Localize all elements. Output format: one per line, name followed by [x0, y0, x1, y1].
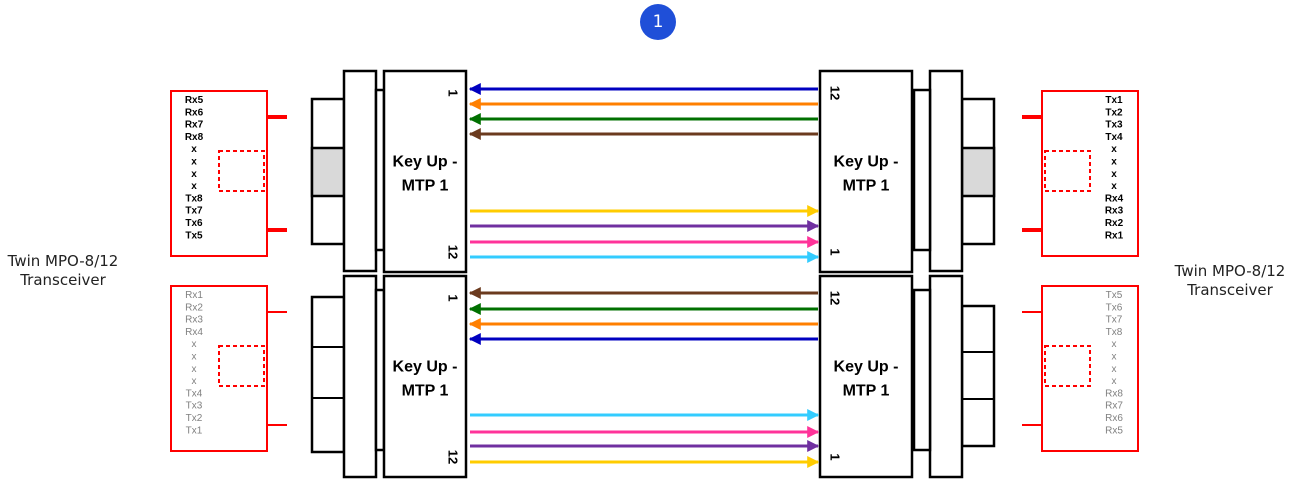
right-label-line2: Transceiver	[1187, 281, 1273, 299]
transceiver-top-right-lane-label: x	[1111, 157, 1117, 168]
right-adapter-bottom-housing	[928, 274, 964, 479]
transceiver-bottom-right-lane-label: Tx6	[1106, 302, 1123, 313]
transceiver-top-right-dashed-box	[1044, 150, 1091, 192]
transceiver-bottom-right-lane-label: Rx6	[1105, 413, 1123, 424]
transceiver-bottom-right-lane-label: Tx8	[1106, 327, 1123, 338]
transceiver-top-left-lane-label: x	[191, 144, 197, 155]
left-adapter-top-key	[310, 146, 346, 198]
transceiver-bottom-left-lane-label: Tx4	[186, 388, 203, 399]
left-connector-bottom-label-line2: MTP 1	[402, 383, 449, 400]
adapters	[310, 69, 996, 479]
transceiver-top-left-lane-label: Rx5	[185, 95, 204, 106]
transceiver-bottom-left-lane-label: Tx2	[186, 413, 203, 424]
transceiver-top-right-lane-label: Tx2	[1105, 107, 1123, 118]
transceiver-top-right-box	[1041, 90, 1139, 257]
transceiver-bottom-left-lane-label: x	[192, 376, 197, 387]
transceiver-bottom-right-lane-label: x	[1112, 364, 1117, 375]
right-label-line1: Twin MPO-8/12	[1174, 262, 1286, 280]
left-connector-bottom-pin-top: 1	[446, 294, 461, 301]
left-connector-bottom-label-line1: Key Up -	[393, 359, 458, 376]
transceiver-bottom-left-lane-label: Tx1	[186, 425, 203, 436]
transceiver-bottom-left-lane-label: Rx1	[185, 290, 203, 301]
transceiver-bottom-right-lane-label: Tx7	[1106, 315, 1123, 326]
left-connector-top-pin-top: 1	[446, 89, 461, 96]
right-connector-top-label-line2: MTP 1	[843, 178, 890, 195]
right-adapter-bottom-body	[960, 304, 996, 448]
right-connector-bottom-pin-top: 12	[828, 291, 843, 305]
transceiver-top-right-lane-label: Rx2	[1105, 218, 1124, 229]
transceiver-top-left-lane-label: Rx6	[185, 107, 204, 118]
right-connector-top-pin-bottom: 1	[828, 248, 843, 255]
transceiver-bottom-right-lane-label: Rx5	[1105, 425, 1123, 436]
right-connector-bottom	[818, 274, 914, 479]
left-adapter-bottom-body	[310, 295, 346, 454]
left-connector-top-label-line1: Key Up -	[393, 154, 458, 171]
left-connector-top	[382, 69, 468, 274]
transceiver-top-right-lane-label: x	[1111, 181, 1117, 192]
right-connector-bottom-pin-bottom: 1	[828, 453, 843, 460]
step-badge: 1	[640, 4, 676, 40]
transceiver-top-right-lane-label: Tx4	[1105, 132, 1123, 143]
transceiver-top-right-lane-label: Tx1	[1105, 95, 1123, 106]
transceiver-top-right-lane-label: Tx3	[1105, 120, 1123, 131]
transceiver-top-right-lane-label: Rx1	[1105, 230, 1124, 241]
transceiver-bottom-right-lane-label: x	[1112, 339, 1117, 350]
transceiver-bottom-right-lane-label: Rx8	[1105, 388, 1123, 399]
transceiver-top-right-lane-label: x	[1111, 144, 1117, 155]
transceiver-bottom-left-dashed-box	[218, 345, 265, 387]
right-transceiver-label: Twin MPO-8/12 Transceiver	[1155, 262, 1305, 300]
right-adapter-top-housing	[928, 69, 964, 273]
transceiver-bottom-right-dashed-box	[1044, 345, 1091, 387]
transceiver-bottom-left-lane-label: Rx2	[185, 302, 203, 313]
transceiver-bottom-right-lane-label: Rx7	[1105, 401, 1123, 412]
right-connector-bottom-label-line2: MTP 1	[843, 383, 890, 400]
transceiver-bottom-left-lane-label: x	[192, 352, 197, 363]
right-connector-top	[818, 69, 914, 274]
left-connector-bottom-pin-bottom: 12	[446, 450, 461, 464]
left-connector-top-pin-bottom: 12	[446, 245, 461, 259]
transceiver-bottom-right-box	[1041, 285, 1139, 452]
transceiver-top-left-lane-label: x	[191, 169, 197, 180]
left-label-line1: Twin MPO-8/12	[7, 252, 119, 270]
transceiver-bottom-right-lane-label: x	[1112, 376, 1117, 387]
left-adapter-bottom-housing	[342, 274, 378, 479]
transceiver-bottom-left-lane-label: Rx4	[185, 327, 203, 338]
left-transceiver-label: Twin MPO-8/12 Transceiver	[0, 252, 138, 290]
transceiver-top-left-lane-label: Tx5	[185, 230, 203, 241]
transceiver-top-right-lane-label: x	[1111, 169, 1117, 180]
transceiver-top-left-lane-label: Tx7	[185, 206, 203, 217]
transceiver-top-left-dashed-box	[218, 150, 265, 192]
transceiver-top-left-lane-label: x	[191, 181, 197, 192]
left-connector-bottom	[382, 274, 468, 479]
transceiver-top-right-lane-label: Rx4	[1105, 193, 1124, 204]
transceiver-bottom-right-lane-label: x	[1112, 352, 1117, 363]
fibers	[468, 83, 820, 468]
transceiver-top-left-lane-label: Rx7	[185, 120, 204, 131]
transceiver-bottom-left-lane-label: Rx3	[185, 315, 203, 326]
right-adapter-top-key	[960, 146, 996, 198]
transceiver-top-left-lane-label: Tx6	[185, 218, 203, 229]
right-adapter-top-lip	[912, 88, 932, 252]
right-adapter-bottom-lip	[912, 288, 932, 452]
transceiver-bottom-right-lane-label: Tx5	[1106, 290, 1123, 301]
transceiver-bottom-left-lane-label: x	[192, 364, 197, 375]
transceiver-top-left-lane-label: x	[191, 157, 197, 168]
right-connector-top-pin-top: 12	[828, 86, 843, 100]
transceiver-top-right-lane-label: Rx3	[1105, 206, 1124, 217]
right-connector-top-label-line1: Key Up -	[834, 154, 899, 171]
transceiver-top-left-lane-label: Rx8	[185, 132, 204, 143]
transceiver-top-left-lane-label: Tx8	[185, 193, 203, 204]
right-connector-bottom-label-line1: Key Up -	[834, 359, 899, 376]
transceivers: Rx5Rx6Rx7Rx8xxxxTx8Tx7Tx6Tx5Rx1Rx2Rx3Rx4…	[170, 90, 1139, 452]
transceiver-bottom-left-lane-label: Tx3	[186, 401, 203, 412]
transceiver-bottom-left-lane-label: x	[192, 339, 197, 350]
left-label-line2: Transceiver	[20, 271, 106, 289]
left-connector-top-label-line2: MTP 1	[402, 178, 449, 195]
left-adapter-top-housing	[342, 69, 378, 273]
